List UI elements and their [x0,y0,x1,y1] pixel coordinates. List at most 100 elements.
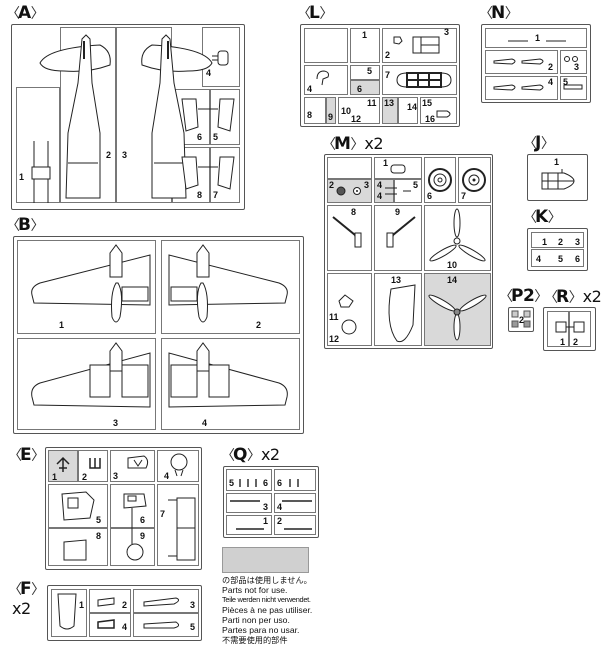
sprue-m: 1 2 3 4 4 5 6 7 8 9 10 11 12 13 14 [324,154,493,349]
sprue-j-title: 〈J〉 [523,133,555,153]
part-number: 2 [106,150,112,160]
part-number: 5 [96,515,102,525]
part-l2 [393,35,403,45]
part-number: 1 [535,33,541,43]
legend-line-en: Parts not for use. [222,585,288,595]
sprue-l: 1 2 3 4 5 6 7 8 9 10 11 12 13 14 15 16 [300,24,460,127]
part-number: 4 [277,502,283,512]
sprue-k-cell [531,249,584,267]
sprue-m-cell-unused [374,179,394,203]
part-number: 4 [206,68,212,78]
part-number: 13 [384,98,395,108]
part-number: 9 [328,112,334,122]
part-number: 14 [447,275,458,285]
part-number: 13 [391,275,402,285]
part-number: 4 [164,471,170,481]
sprue-e-title: 〈E〉 [8,445,45,465]
part-number: 8 [351,207,357,217]
part-number: 11 [367,98,377,108]
part-number: 6 [277,478,283,488]
sprue-n: 1 2 3 4 5 [481,24,591,103]
parts-q-guns [224,467,320,539]
part-number: 12 [329,334,340,344]
sprue-e-cell [78,450,108,482]
part-number: 9 [140,531,146,541]
sprue-e: 1 2 3 4 5 6 7 8 9 [45,447,202,570]
part-number: 4 [377,180,383,190]
part-number: 3 [113,471,119,481]
part-number: 10 [341,106,352,116]
part-number: 2 [385,50,391,60]
sprue-n-cell [560,50,587,74]
sprue-p2: 2 [508,307,534,332]
sprue-l-cell [350,65,380,80]
part-number: 1 [383,158,389,168]
part-number: 8 [307,110,313,120]
part-number: 7 [213,190,219,200]
part-number: 6 [197,132,203,142]
part-number: 7 [160,509,166,519]
part-number: 8 [96,531,102,541]
part-number: 9 [395,207,401,217]
part-number: 2 [122,600,128,610]
part-number: 1 [59,320,65,330]
part-number: 2 [277,516,283,526]
sprue-m-title: 〈M〉x2 [322,134,384,154]
part-number: 6 [140,515,146,525]
sprue-q-cell [274,493,316,513]
part-number: 5 [558,254,564,264]
part-l4 [315,69,331,85]
wing-parts [14,237,305,435]
part-r [554,320,586,334]
parts-a7-a8 [180,155,236,191]
part-number: 4 [307,84,313,94]
sprue-b-title: 〈B〉 [6,215,44,235]
part-number: 3 [113,418,119,428]
sprue-r: 1 2 [543,307,596,351]
part-number: 12 [351,114,362,124]
sprue-l-cell [338,97,380,124]
parts-f [48,586,203,642]
sprue-r-title: 〈R〉x2 [544,287,602,307]
part-number: 7 [385,70,391,80]
part-number: 1 [52,472,58,482]
part-number: 1 [362,30,368,40]
parts-n [490,37,586,97]
part-number: 15 [422,98,433,108]
part-number: 2 [82,472,88,482]
part-number: 5 [229,478,235,488]
sprue-a-cell [16,87,60,203]
part-number: 3 [575,237,581,247]
part-number: 2 [329,180,335,190]
parts-m [325,155,494,350]
sprue-l-title: 〈L〉 [297,3,333,23]
part-number: 10 [447,260,458,270]
part-number: 1 [19,172,25,182]
part-number: 3 [190,600,196,610]
sprue-l-cell [420,97,457,124]
fuselage-right-half [124,33,214,203]
part-number: 4 [202,418,208,428]
sprue-q-cell [274,469,316,491]
parts-e [46,448,203,571]
sprue-l-cell [398,97,418,124]
part-number: 5 [367,66,373,76]
part-l7 [395,71,453,89]
part-l3 [407,33,447,59]
part-number: 14 [407,102,418,112]
sprue-q-cell [226,469,272,491]
sprue-m-cell [374,205,422,271]
sprue-p2-title: 〈P2〉 [499,286,548,306]
sprue-k: 1 2 3 4 5 6 [527,228,588,271]
sprue-m-cell-unused [327,179,372,203]
sprue-l-cell [304,65,348,95]
part-j1-canopy [538,169,578,193]
sprue-l-cell-unused [326,97,336,124]
sprue-l-cell [350,28,380,63]
sprue-n-title: 〈N〉 [479,3,519,23]
part-number: 6 [357,84,363,94]
sprue-k-cell [531,232,584,248]
part-number: 6 [575,254,581,264]
part-number: 3 [122,150,128,160]
sprue-j: 1 [527,154,588,201]
